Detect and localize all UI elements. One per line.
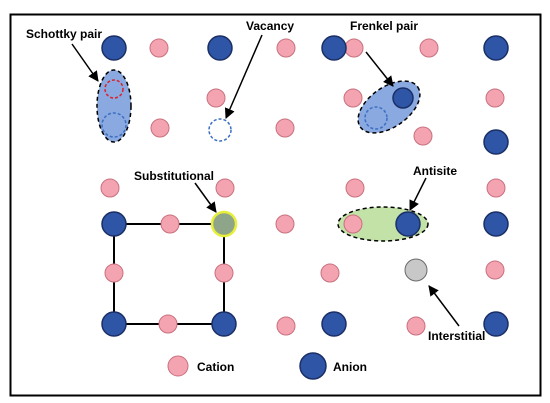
anion [483,129,509,155]
cation [406,316,426,336]
legend-anion-label: Anion [333,360,367,374]
cation [413,126,433,146]
anion [207,35,233,61]
antisite-arrow [409,177,427,211]
cation [150,118,170,138]
substitutional-atom [210,210,238,238]
anions [101,35,509,380]
schottky-pair-region [96,69,132,143]
interstitial-arrow [428,285,460,327]
cations [100,38,506,377]
schottky-anion-vacancy [101,112,127,138]
cation [343,214,363,234]
frenkel-arrow [365,51,394,87]
cation [345,178,365,198]
cation [485,88,505,108]
anion [101,211,127,237]
diagram-frame [9,13,542,397]
anion [483,35,509,61]
cation [158,314,178,334]
cation [215,178,235,198]
cation [419,38,439,58]
cation [320,263,340,283]
legend-anion-swatch [299,352,327,380]
vacancy-label: Vacancy [246,19,294,33]
anion [211,311,237,337]
frenkel-label: Frenkel pair [350,19,418,33]
antisite-label: Antisite [413,164,457,178]
anion [321,35,347,61]
frenkel-interstitial-anion [392,87,414,109]
anion [101,311,127,337]
cation [486,178,506,198]
anion [321,311,347,337]
cation [149,38,169,58]
substitutional-label: Substitutional [134,169,214,183]
anion [101,35,127,61]
interstitial-label: Interstitial [428,329,485,343]
cation [343,88,363,108]
cation [104,263,124,283]
cation [214,263,234,283]
cation [485,260,505,280]
legend-cation-swatch [167,355,189,377]
cation [276,316,296,336]
arrows [71,34,460,327]
vacancy-site [208,118,232,142]
schottky-label: Schottky pair [26,27,102,41]
vacancy-arrow [224,34,263,119]
frenkel-vacancy [364,106,388,130]
schottky-cation-vacancy [104,79,124,99]
interstitial-atom [404,258,428,282]
anion [483,211,509,237]
schottky-ellipse [96,69,132,143]
cation [276,38,296,58]
substitutional-arrow [194,182,217,213]
anion [483,311,509,337]
cation [160,214,180,234]
antisite-anion [395,211,421,237]
cation [344,38,364,58]
schottky-arrow [71,43,99,82]
legend-cation-label: Cation [197,360,234,374]
cation [275,214,295,234]
cation [100,178,120,198]
cation [275,118,295,138]
cation [206,88,226,108]
